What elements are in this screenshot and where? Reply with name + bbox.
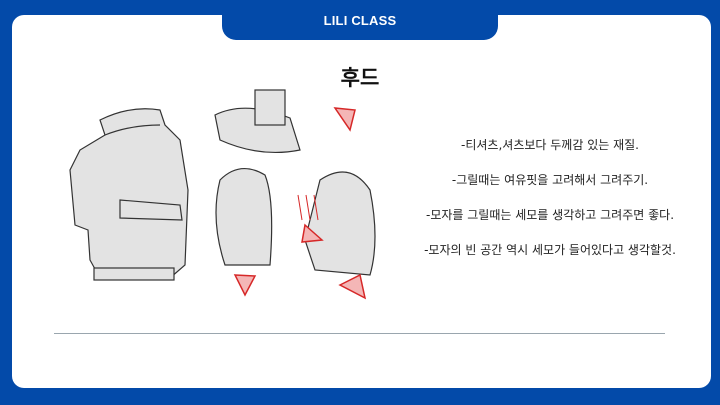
bullet-item: -티셔츠,셔츠보다 두께감 있는 재질. xyxy=(461,138,639,152)
hoodie-illustration xyxy=(69,89,376,300)
bullet-list: -티셔츠,셔츠보다 두께감 있는 재질. -그릴때는 여유핏을 고려해서 그려주… xyxy=(400,133,700,273)
slide-title: 후드 xyxy=(340,66,380,90)
bullet-item: -그릴때는 여유핏을 고려해서 그려주기. xyxy=(451,173,649,187)
header-tab: LILI CLASS xyxy=(222,0,498,40)
divider-line xyxy=(54,333,665,334)
bullet-item: -모자를 그릴때는 세모를 생각하고 그려주면 좋다. xyxy=(425,208,675,222)
tab-label: LILI CLASS xyxy=(323,12,397,28)
bullet-item: -모자의 빈 공간 역시 세모가 들어있다고 생각할것. xyxy=(424,243,676,257)
